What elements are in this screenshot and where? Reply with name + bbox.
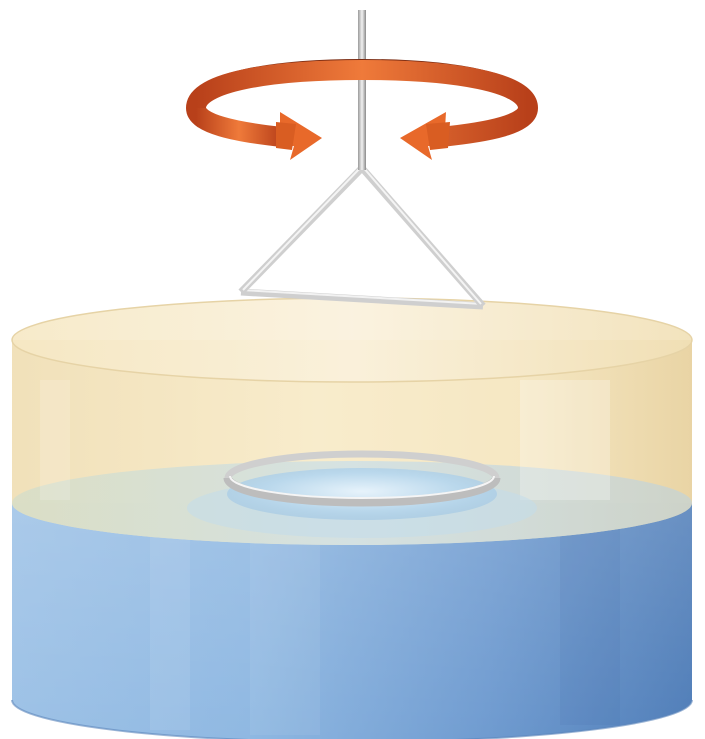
- du-nouy-ring: [223, 165, 501, 507]
- lower-liquid-phase: [11, 503, 693, 739]
- rotation-arrow-icon: [186, 58, 539, 160]
- rotating-shaft: [358, 10, 366, 170]
